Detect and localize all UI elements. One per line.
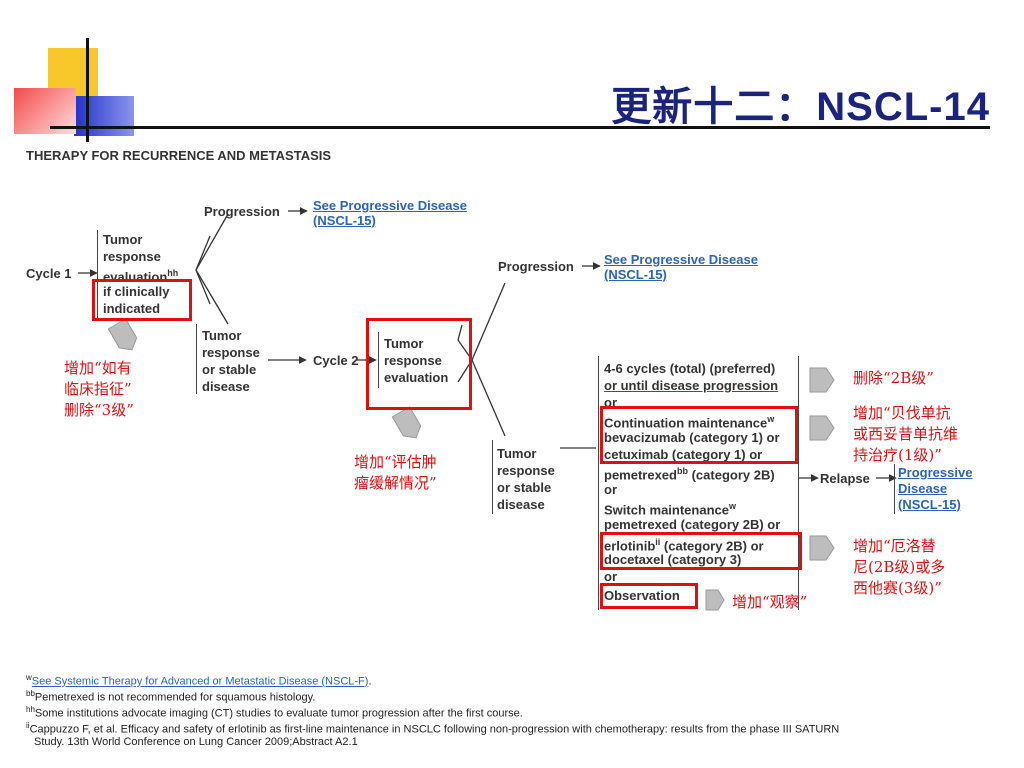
- note-mid-2: 瘤缓解情况”: [354, 474, 437, 492]
- stable1-bracket: [196, 324, 197, 394]
- progression-label-2: Progression: [498, 259, 574, 274]
- annotation-box-continuation: [600, 406, 798, 464]
- footnote-ii: iiCappuzzo F, et al. Efficacy and safety…: [26, 721, 840, 736]
- annotation-box-erlotinib: [600, 532, 802, 570]
- note-erlo-1: 增加“厄洛替: [853, 537, 936, 555]
- title-rule: [50, 126, 990, 129]
- note-erlo-3: 西他赛(3级)”: [853, 579, 942, 597]
- note-delete-2b: 删除“2B级”: [853, 369, 934, 387]
- footnote-w: wSee Systemic Therapy for Advanced or Me…: [26, 673, 372, 688]
- cycle2-label: Cycle 2: [313, 353, 359, 368]
- stable2-line4: disease: [497, 497, 545, 512]
- eval2-line2: response: [384, 353, 442, 368]
- eval1-line2: response: [103, 249, 161, 264]
- opt-switch-title: Switch maintenancew: [604, 501, 736, 518]
- options-bracket-right: [798, 356, 799, 610]
- options-bracket-left: [598, 356, 599, 610]
- annotation-box-clinically-indicated: [92, 279, 192, 321]
- progressive-disease-link-line1[interactable]: Progressive: [898, 465, 973, 480]
- slide-title: 更新十二：NSCL-14: [611, 85, 990, 129]
- stable1-line2: response: [202, 345, 260, 360]
- opt-or-1: or: [604, 482, 617, 497]
- eval2-bracket: [378, 332, 379, 388]
- footnote-hh: hhSome institutions advocate imaging (CT…: [26, 705, 523, 720]
- progressive-disease-link-line2[interactable]: Disease: [898, 481, 948, 496]
- see-progressive-link-2-line2[interactable]: (NSCL-15): [604, 267, 667, 282]
- see-progressive-link-1-line2[interactable]: (NSCL-15): [313, 213, 376, 228]
- annotation-box-eval2: [366, 318, 472, 410]
- eval2-line1: Tumor: [384, 336, 424, 351]
- opt-until-progression: or until disease progression: [604, 378, 779, 393]
- opt-observation: Observation: [604, 588, 680, 603]
- section-header: THERAPY FOR RECURRENCE AND METASTASIS: [26, 148, 332, 163]
- eval2-line3: evaluation: [384, 370, 449, 385]
- opt-continuation-title: Continuation maintenancew: [604, 414, 775, 431]
- note-observation: 增加“观察”: [732, 593, 808, 611]
- stable2-bracket: [492, 440, 493, 514]
- stable1-line3: or stable: [202, 362, 257, 377]
- footnote-bb: bbPemetrexed is not recommended for squa…: [26, 689, 316, 704]
- eval1-added-line1: if clinically: [103, 284, 170, 299]
- footnote-w-link[interactable]: See Systemic Therapy for Advanced or Met…: [31, 675, 369, 688]
- opt-pemetrexed: pemetrexedbb (category 2B): [604, 466, 775, 483]
- note-bev-3: 持治疗(1级)”: [853, 446, 942, 464]
- opt-erlotinib: erlotinibii (category 2B) or: [604, 537, 764, 554]
- stable2-line3: or stable: [497, 480, 552, 495]
- progressive-disease-link-line3[interactable]: (NSCL-15): [898, 497, 961, 512]
- stable1-line1: Tumor: [202, 328, 242, 343]
- opt-or-2: or: [604, 569, 617, 584]
- note-left-1: 增加“如有: [64, 359, 132, 377]
- opt-bevacizumab: bevacizumab (category 1) or: [604, 430, 780, 445]
- note-mid-1: 增加“评估肿: [354, 453, 437, 471]
- opt-switch-pemetrexed: pemetrexed (category 2B) or: [604, 517, 781, 532]
- progression-label-1: Progression: [204, 204, 280, 219]
- relapse-label: Relapse: [820, 471, 870, 486]
- eval1-bracket: [97, 230, 98, 318]
- note-erlo-2: 尼(2B级)或多: [853, 558, 946, 576]
- stable2-line2: response: [497, 463, 555, 478]
- relapse-bracket: [894, 464, 895, 514]
- eval1-line1: Tumor: [103, 232, 143, 247]
- stable1-line4: disease: [202, 379, 250, 394]
- stable2-line1: Tumor: [497, 446, 537, 461]
- opt-docetaxel: docetaxel (category 3): [604, 552, 742, 567]
- annotation-box-observation: [600, 583, 698, 609]
- opt-cycles: 4-6 cycles (total) (preferred): [604, 361, 776, 376]
- note-bev-2: 或西妥昔单抗维: [853, 425, 959, 443]
- note-left-2: 临床指征”: [64, 380, 132, 398]
- see-progressive-link-2-line1[interactable]: See Progressive Disease: [604, 252, 758, 267]
- eval1-added-line2: indicated: [103, 301, 161, 316]
- opt-cetuximab: cetuximab (category 1) or: [604, 447, 763, 462]
- note-bev-1: 增加“贝伐单抗: [853, 404, 951, 422]
- see-progressive-link-1-line1[interactable]: See Progressive Disease: [313, 198, 467, 213]
- footnote-ii-cont: Study. 13th World Conference on Lung Can…: [34, 736, 358, 748]
- cycle1-label: Cycle 1: [26, 266, 72, 281]
- note-left-3: 删除“3级”: [64, 401, 134, 419]
